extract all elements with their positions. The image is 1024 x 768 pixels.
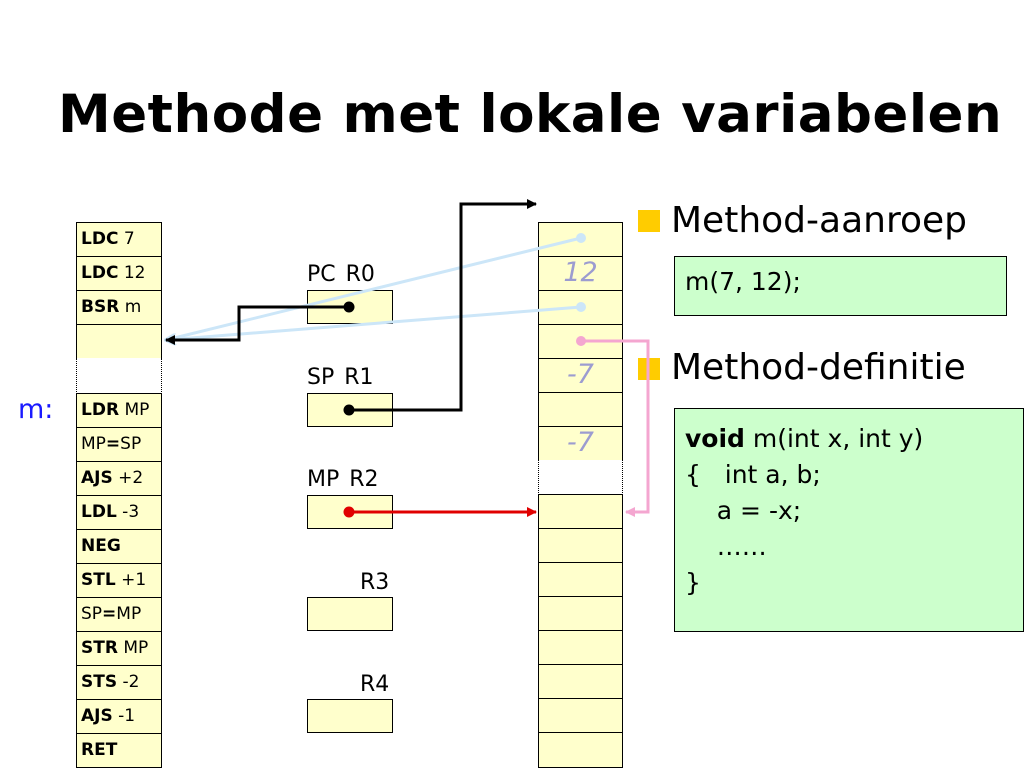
register-alias: MP [307,467,340,492]
instr-arg: 12 [118,263,146,283]
stack-cell-11 [538,630,623,665]
instr-op: LDC [81,263,119,283]
program-gap [76,358,162,394]
register-label-r0: PC R0 [307,262,375,288]
register-name: R0 [345,262,375,287]
stack-cell-1: 12 [538,256,623,291]
instr-row-10: SP=MP [76,597,162,632]
bullet-method-call: Method-aanroep [671,200,967,241]
instr-op: BSR [81,297,120,317]
instr-row-2: BSR m [76,290,162,325]
register-r4 [307,699,393,733]
instr-eq: = [102,604,117,624]
return-link-line [166,305,582,340]
definition-code-box: void m(int x, int y){ int a, b; a = -x; … [674,408,1024,632]
instr-row-14: RET [76,733,162,768]
register-alias: SP [307,365,335,390]
instr-op: STR [81,638,118,658]
instr-row-3 [76,324,162,359]
instr-arg: 7 [118,229,135,249]
instr-arg: MP [119,400,150,420]
register-alias: PC [307,262,336,287]
sp-dot [343,404,355,416]
mp-dot [343,506,355,518]
instr-op: LDR [81,400,120,420]
call-code-box: m(7, 12); [674,256,1007,316]
stack-cell-6: -7 [538,426,623,461]
instr-arg: +2 [112,468,144,488]
instr-arg: +1 [115,570,147,590]
register-name: R4 [360,672,390,697]
instr-pre: MP [81,434,106,454]
stack-cell-7 [538,494,623,529]
saved-mp-arrow [581,339,650,517]
instr-arg: m [119,297,142,317]
instr-row-8: NEG [76,529,162,564]
stack-gap [538,460,623,495]
instr-post: MP [116,604,142,624]
instr-arg: MP [117,638,149,658]
stack-cell-10 [538,596,623,631]
stack-cell-14 [538,732,623,768]
stack-cell-9 [538,562,623,597]
instr-op: RET [81,740,118,760]
bullet-method-definition: Method-definitie [671,347,966,388]
code-line-2: { int a, b; [685,460,821,489]
register-r3 [307,597,393,631]
page-title: Methode met lokale variabelen [58,84,1003,145]
instr-op: STS [81,672,118,692]
bullet-square-icon [638,210,660,232]
stack-dot [576,336,586,346]
instr-row-12: STS -2 [76,665,162,700]
instr-op: AJS [81,468,113,488]
code-signature: m(int x, int y) [744,424,924,453]
instr-op: LDL [81,502,117,522]
register-name: R2 [349,467,379,492]
stack-cell-13 [538,698,623,733]
instr-op: NEG [81,536,121,556]
register-name: R1 [344,365,374,390]
sp-pointer-arrow [349,199,537,412]
instr-op: AJS [81,706,113,726]
instr-eq: = [105,434,121,454]
instr-pre: SP [81,604,103,624]
instr-op: STL [81,570,116,590]
stack-dot [576,302,586,312]
instr-row-4: LDR MP [76,393,162,428]
instr-row-1: LDC 12 [76,256,162,291]
code-line-5: } [685,568,701,597]
register-name: R3 [360,570,390,595]
code-line-1: void m(int x, int y) [685,421,1023,457]
pc-dot [343,301,355,313]
instr-row-5: MP=SP [76,427,162,462]
instr-row-6: AJS +2 [76,461,162,496]
register-label-r2: MP R2 [307,467,379,493]
return-link-line [165,236,582,342]
stack-dot [576,233,586,243]
keyword-void: void [685,424,745,453]
instr-op: LDC [81,229,119,249]
code-line-3: a = -x; [685,496,802,525]
pc-pointer-arrow [165,305,349,345]
register-label-r1: SP R1 [307,365,374,391]
code-line-4: …… [685,532,767,561]
instr-arg: -3 [116,502,140,522]
register-label-r3: R3 [360,570,389,596]
instr-arg: -1 [112,706,136,726]
instr-row-13: AJS -1 [76,699,162,734]
instr-arg: -2 [117,672,140,692]
instr-post: SP [120,434,142,454]
method-m-label: m: [18,394,54,425]
register-label-r4: R4 [360,672,389,698]
